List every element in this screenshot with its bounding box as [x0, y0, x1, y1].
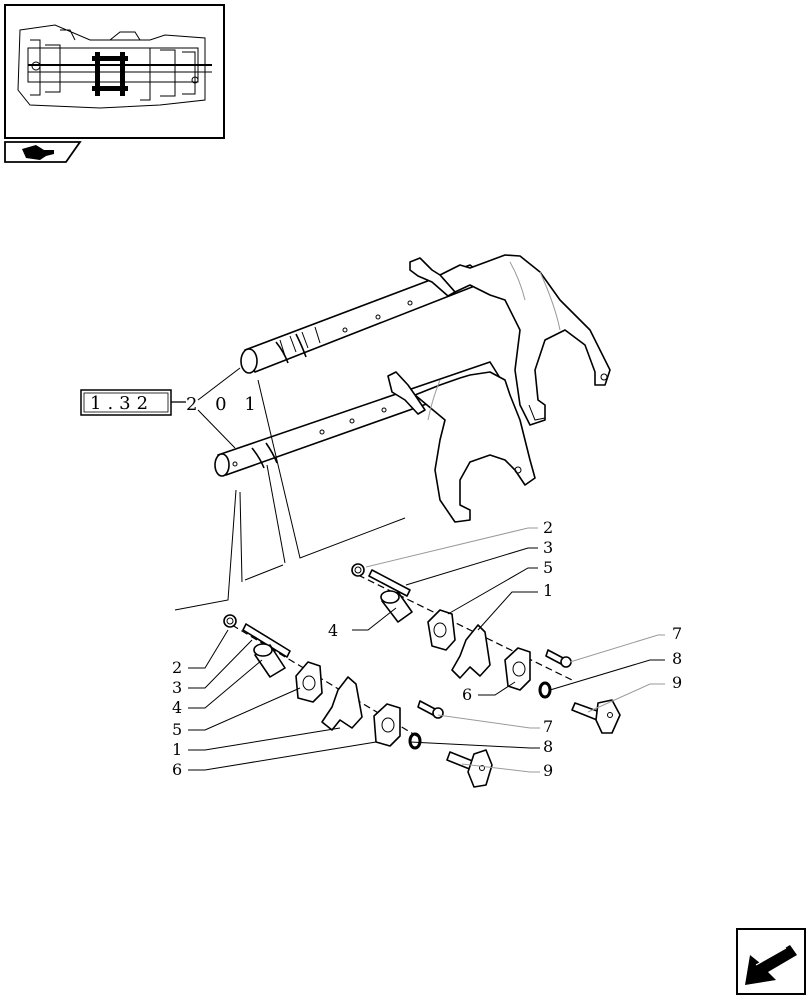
callout-lower-1: 1 [172, 740, 182, 759]
lower-exploded-parts [223, 614, 493, 788]
callout-upper-5: 5 [543, 558, 553, 577]
callout-lower-3: 3 [172, 678, 182, 697]
callout-lower-6: 6 [172, 760, 182, 779]
callout-right-upper-8: 8 [672, 649, 682, 668]
reference-box: 1.32 2 0 1 [80, 389, 262, 416]
reference-suffix: 2 0 1 [186, 394, 262, 415]
next-page-arrow-icon[interactable] [736, 928, 806, 995]
callout-upper-1: 1 [543, 581, 553, 600]
callout-upper-3: 3 [543, 538, 553, 557]
callout-lower-4: 4 [172, 698, 182, 717]
upper-exploded-parts [351, 563, 621, 734]
callout-right-lower-7: 7 [543, 717, 553, 736]
lower-shaft-assembly [214, 361, 536, 523]
assembly-hand-icon [4, 141, 82, 163]
lower-callouts: 2 3 4 5 1 6 7 8 9 [172, 658, 553, 780]
callout-upper-2: 2 [543, 518, 553, 537]
callout-lower-2: 2 [172, 658, 182, 677]
transmission-thumbnail-drawing [17, 24, 212, 109]
callout-right-lower-9: 9 [543, 761, 553, 780]
callout-upper-6: 6 [462, 685, 472, 704]
upper-shaft-assembly [240, 254, 611, 426]
upper-callouts: 2 3 5 1 4 6 7 8 9 [328, 518, 682, 704]
reference-code: 1.32 [90, 393, 154, 414]
callout-lower-5: 5 [172, 720, 182, 739]
callout-upper-4: 4 [328, 621, 338, 640]
callout-right-upper-9: 9 [672, 673, 682, 692]
location-thumbnail [4, 4, 225, 139]
callout-right-lower-8: 8 [543, 737, 553, 756]
callout-right-upper-7: 7 [672, 624, 682, 643]
